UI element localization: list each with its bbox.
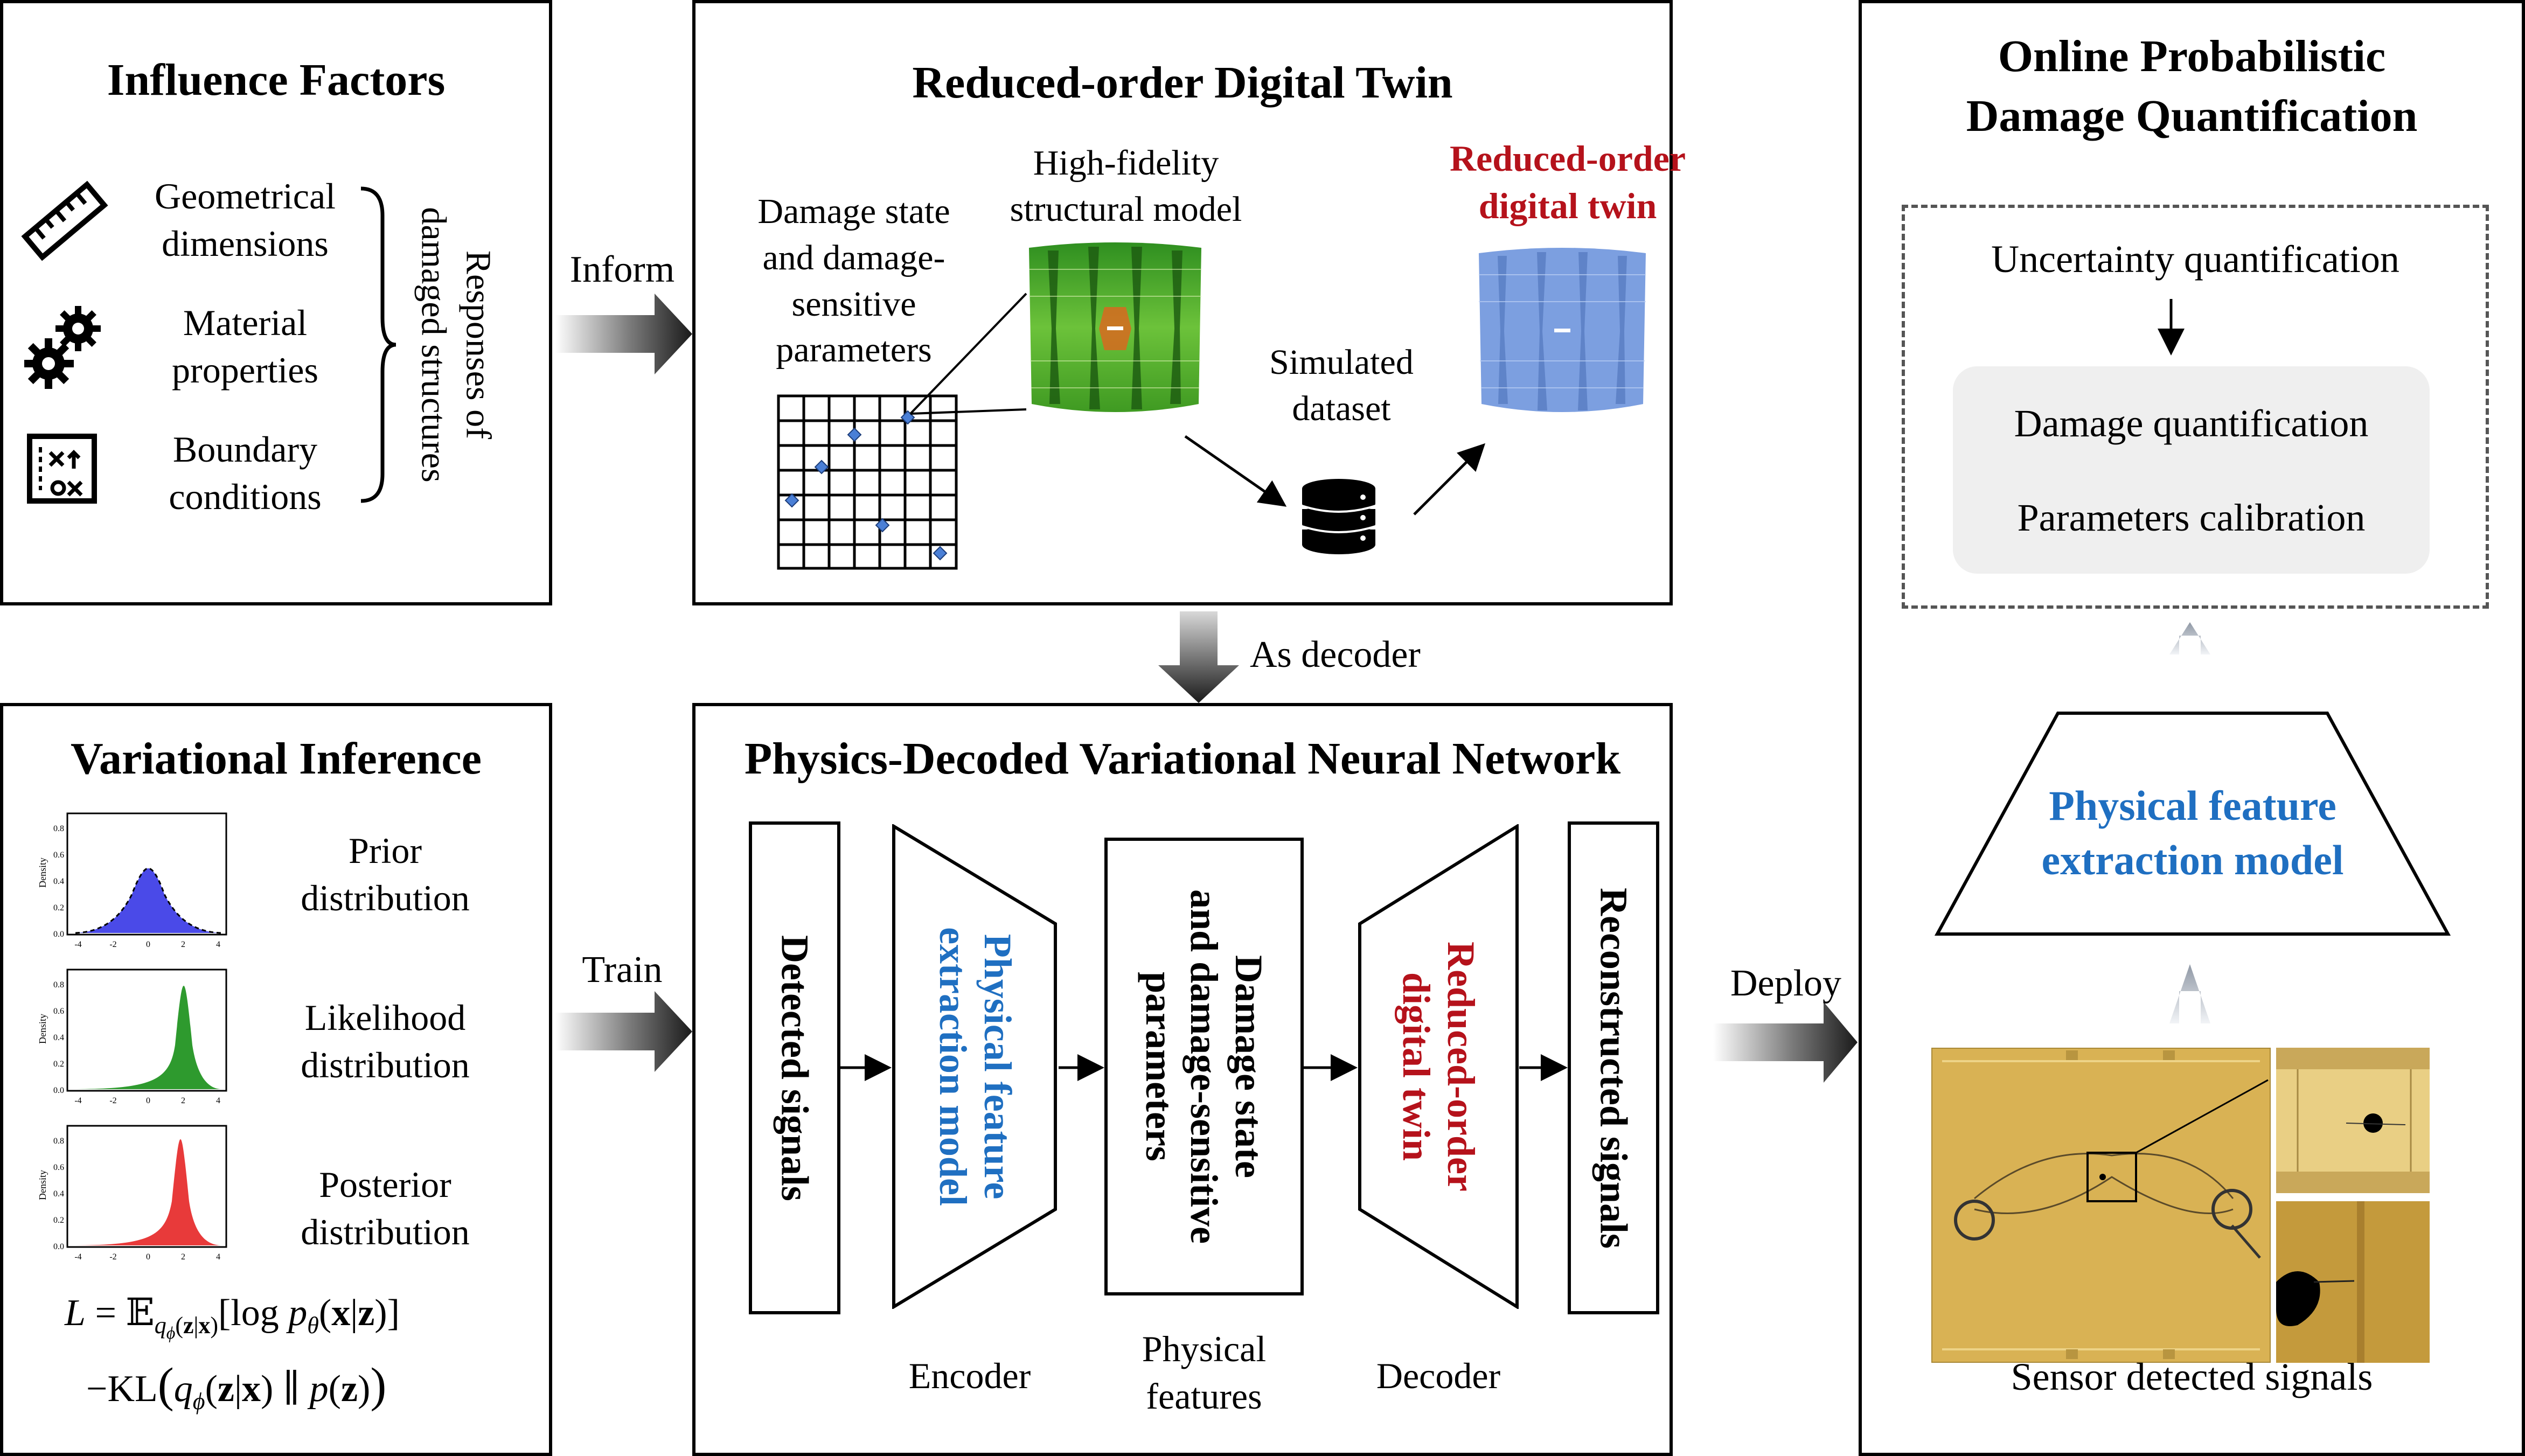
reduced-order-model-image [1473,242,1651,420]
uq-label: Uncertainty quantification [1991,238,2399,281]
svg-text:0.4: 0.4 [53,1189,64,1199]
deploy-arrow [1713,1002,1858,1083]
svg-text:2: 2 [181,1252,185,1262]
uq-gray-box [1953,366,2430,574]
svg-text:2: 2 [181,940,185,949]
dataset-to-rodt-arrow [1413,443,1486,515]
database-icon [1298,477,1379,558]
svg-text:0.4: 0.4 [53,877,64,886]
sensor-detected-label: Sensor detected signals [2011,1355,2373,1398]
variational-inference-title: Variational Inference [71,734,482,784]
svg-text:Density: Density [37,1014,48,1044]
prior-distribution-plot: Density 0.0 0.2 0.4 0.6 0.8 -4 -2 0 2 4 [24,808,234,959]
physical-features-box: Damage state and damage-sensitive parame… [1104,838,1304,1295]
ruler-icon [16,172,113,269]
as-decoder-label: As decoder [1250,634,1421,675]
influence-factors-panel [0,0,552,605]
svg-text:4: 4 [216,940,220,949]
inform-arrow [555,294,692,374]
damage-quantification-label: Damage quantification [2014,402,2369,445]
sensor-panel-photo [1930,1047,2272,1364]
svg-text:0.2: 0.2 [53,1060,64,1069]
reconstructed-signals-box: Reconstructed signals [1568,821,1659,1314]
svg-text:0.8: 0.8 [53,824,64,833]
crack-zoom-photo [2276,1048,2430,1193]
damage-state-label: Damage state and damage- sensitive param… [757,192,950,370]
simulated-dataset-label: Simulated dataset [1269,343,1414,428]
pfem-trapezoid [1934,711,2451,937]
svg-text:-4: -4 [74,1252,81,1262]
svg-text:0: 0 [146,940,150,949]
digital-twin-title: Reduced-order Digital Twin [912,58,1453,108]
svg-text:0.0: 0.0 [53,1242,64,1251]
gears-icon [23,302,105,393]
svg-text:-4: -4 [74,940,81,949]
decoder-label: Decoder [1376,1355,1501,1396]
svg-text:0.8: 0.8 [53,1137,64,1146]
svg-text:-2: -2 [109,1096,116,1105]
detected-signals-box: Detected signals [749,821,840,1314]
svg-text:0.0: 0.0 [53,930,64,939]
high-fidelity-label: High-fidelity structural model [1010,143,1242,229]
likelihood-distribution-plot: Density 0.0 0.2 0.4 0.6 0.8 -4 -2 0 2 4 [24,964,234,1115]
svg-text:0.2: 0.2 [53,903,64,912]
svg-text:2: 2 [181,1096,185,1105]
as-decoder-arrow [1158,611,1239,703]
variational-inference-panel [0,703,552,1456]
svg-text:0.2: 0.2 [53,1216,64,1225]
hole-zoom-photo [2276,1201,2430,1363]
elbo-formula: L = 𝔼qϕ(z|x)[log pθ(x|z)] −KL(qϕ(z|x) ∥ … [65,1292,400,1415]
uq-dashed-box [1902,205,2489,609]
train-label: Train [582,949,663,991]
grid-to-model-line-2 [910,408,1027,415]
svg-text:-2: -2 [109,1252,116,1262]
svg-text:0.6: 0.6 [53,1163,64,1172]
svg-text:-2: -2 [109,940,116,949]
svg-text:0.6: 0.6 [53,1007,64,1016]
svg-text:-4: -4 [74,1096,81,1105]
inform-label: Inform [569,249,675,290]
grid-to-model-line [909,292,1027,415]
svg-text:0: 0 [146,1096,150,1105]
svg-text:0.8: 0.8 [53,980,64,990]
train-arrow [555,991,692,1072]
pdvnn-title: Physics-Decoded Variational Neural Netwo… [744,734,1621,784]
influence-factors-title: Influence Factors [107,55,446,105]
high-fidelity-model-image [1024,237,1207,420]
svg-text:4: 4 [216,1252,220,1262]
encoder-label: Encoder [908,1355,1031,1396]
svg-text:0.6: 0.6 [53,851,64,860]
model-to-dataset-arrow [1184,435,1287,507]
curly-brace [356,183,399,506]
deploy-label: Deploy [1730,963,1842,1004]
up-arrow-top [2169,622,2210,654]
parameters-calibration-label: Parameters calibration [2017,496,2366,539]
svg-text:Density: Density [37,1170,48,1200]
rodt-label: Reduced-order digital twin [1449,138,1686,227]
svg-text:0.0: 0.0 [53,1086,64,1095]
svg-text:4: 4 [216,1096,220,1105]
plan-icon [24,431,105,512]
svg-text:0: 0 [146,1252,150,1262]
svg-text:0.4: 0.4 [53,1033,64,1042]
damage-grid [776,393,959,571]
up-arrow-bottom [2169,964,2210,1023]
prior-y-label: Density [37,858,48,888]
posterior-distribution-plot: Density 0.0 0.2 0.4 0.6 0.8 -4 -2 0 2 4 [24,1120,234,1271]
